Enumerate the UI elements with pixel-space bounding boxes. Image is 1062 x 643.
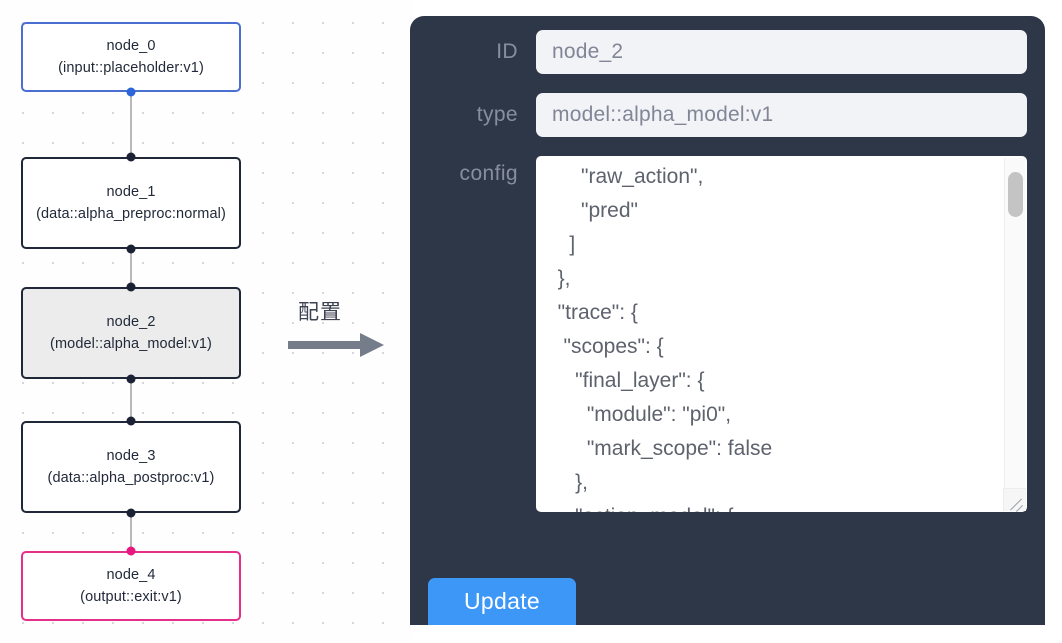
arrow-caption: 配置	[298, 301, 342, 324]
graph-node-node_4[interactable]: node_4 (output::exit:v1)	[21, 551, 241, 621]
config-resize-grip[interactable]	[1003, 488, 1026, 511]
config-field-row: config "raw_action", "pred" ] }, "trace"…	[428, 156, 1027, 512]
graph-node-node_0-box[interactable]: node_0 (input::placeholder:v1)	[21, 22, 241, 92]
id-field-row: ID	[428, 30, 1027, 74]
graph-node-node_2[interactable]: node_2 (model::alpha_model:v1)	[21, 287, 241, 379]
graph-node-node_1-subtitle: (data::alpha_preproc:normal)	[36, 206, 226, 222]
edge-node0-node1	[130, 91, 132, 156]
node-config-panel: ID type config "raw_action", "pred" ] },…	[410, 16, 1045, 625]
config-scrollbar[interactable]	[1004, 158, 1025, 488]
graph-node-node_3-title: node_3	[106, 448, 156, 464]
id-input[interactable]	[536, 30, 1027, 74]
graph-node-node_0-title: node_0	[106, 38, 156, 54]
graph-node-node_4-target-handle[interactable]	[126, 546, 136, 556]
graph-node-node_3[interactable]: node_3 (data::alpha_postproc:v1)	[21, 421, 241, 513]
transition-arrow-group: 配置	[288, 296, 398, 364]
graph-node-node_3-source-handle[interactable]	[126, 508, 136, 518]
config-textarea[interactable]: "raw_action", "pred" ] }, "trace": { "sc…	[536, 156, 1027, 512]
graph-node-node_3-subtitle: (data::alpha_postproc:v1)	[47, 470, 215, 486]
graph-node-node_4-title: node_4	[106, 567, 156, 583]
graph-node-node_2-source-handle[interactable]	[126, 374, 136, 384]
type-field-label: type	[476, 103, 518, 126]
edge-node3-node4	[130, 512, 132, 550]
config-scrollbar-thumb[interactable]	[1008, 172, 1023, 217]
graph-node-node_3-target-handle[interactable]	[126, 416, 136, 426]
graph-node-node_1-title: node_1	[106, 184, 156, 200]
graph-node-node_1-target-handle[interactable]	[126, 152, 136, 162]
right-arrow-icon	[288, 333, 384, 357]
graph-node-node_1[interactable]: node_1 (data::alpha_preproc:normal)	[21, 157, 241, 249]
id-field-label: ID	[496, 40, 518, 63]
graph-node-node_0-subtitle: (input::placeholder:v1)	[58, 60, 204, 76]
graph-node-node_1-source-handle[interactable]	[126, 244, 136, 254]
edge-node2-node3	[130, 378, 132, 420]
graph-node-node_2-subtitle: (model::alpha_model:v1)	[50, 336, 212, 352]
type-input[interactable]	[536, 93, 1027, 137]
config-field-label: config	[459, 162, 518, 185]
edge-node1-node2	[130, 248, 132, 286]
type-field-row: type	[428, 93, 1027, 137]
config-textarea-wrap: "raw_action", "pred" ] }, "trace": { "sc…	[536, 156, 1027, 512]
update-button[interactable]: Update	[428, 578, 576, 625]
node-graph-canvas[interactable]: node_0 (input::placeholder:v1) node_1 (d…	[0, 0, 412, 643]
graph-node-node_0-source-handle[interactable]	[126, 87, 136, 97]
graph-node-node_2-title: node_2	[106, 314, 156, 330]
graph-node-node_4-subtitle: (output::exit:v1)	[80, 589, 182, 605]
graph-node-node_2-target-handle[interactable]	[126, 282, 136, 292]
